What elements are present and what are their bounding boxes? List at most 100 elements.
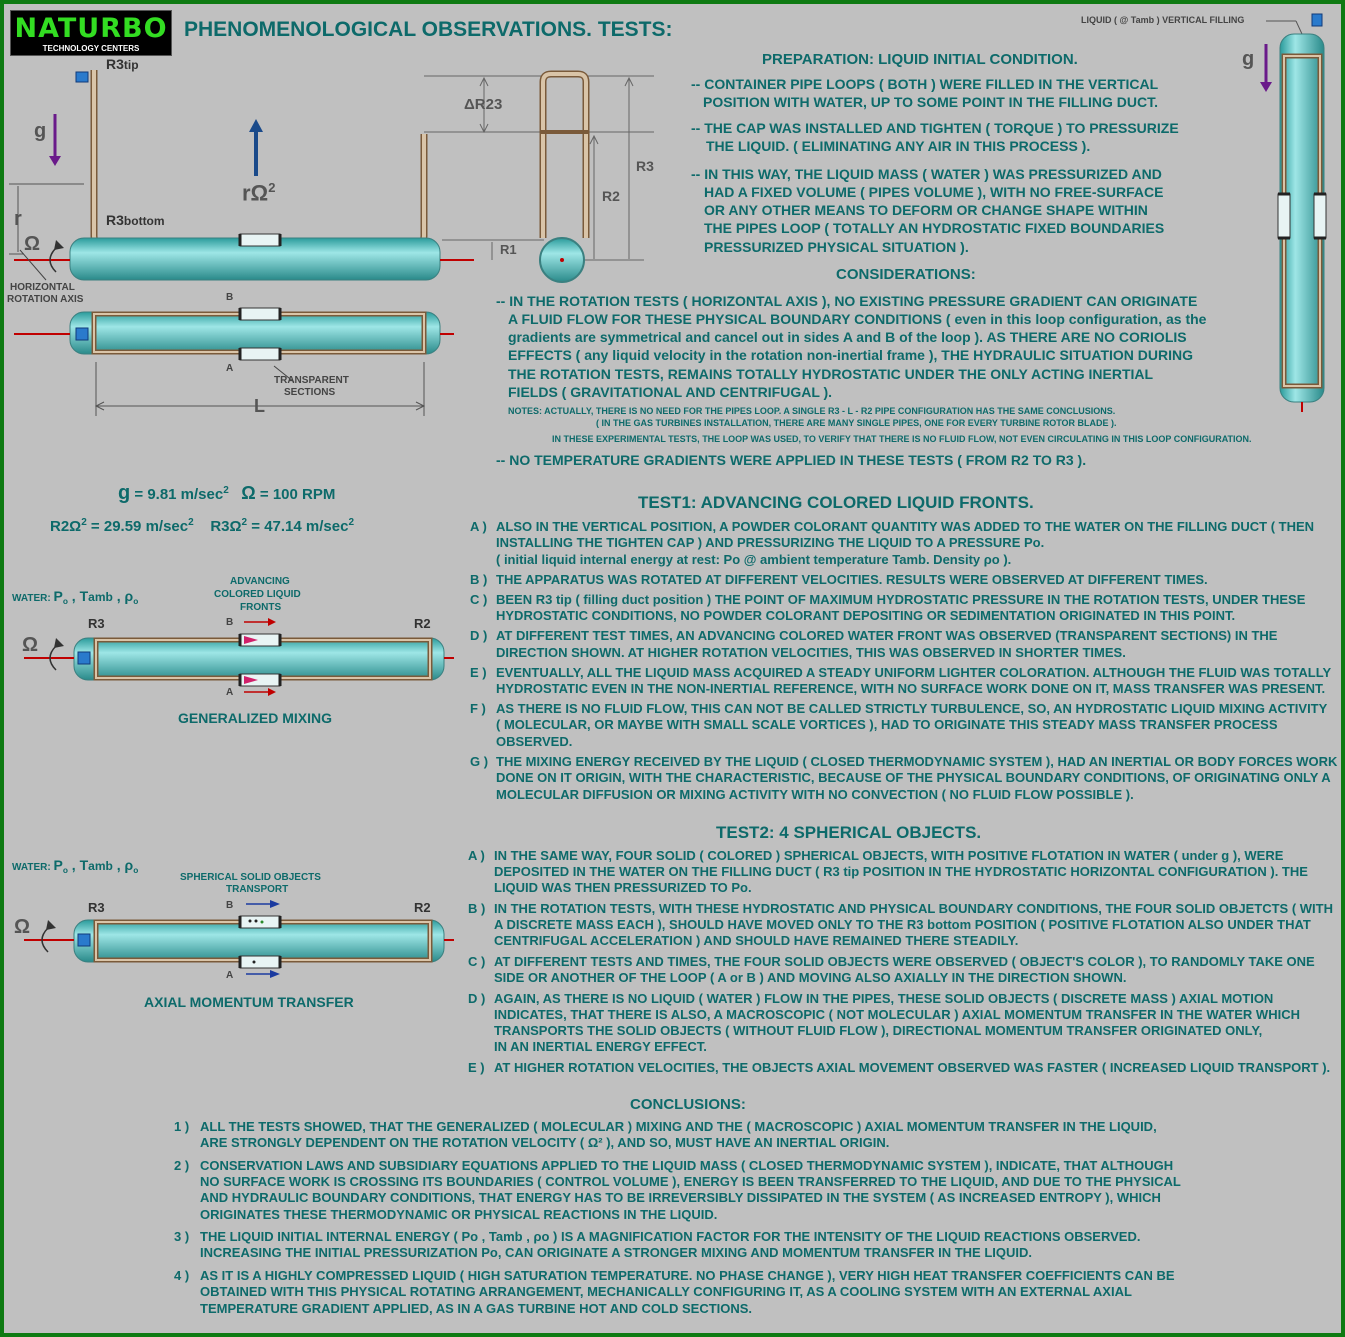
test2-item-text: IN THE ROTATION TESTS, WITH THESE HYDROS…: [494, 901, 1333, 916]
fig2-adv-1: ADVANCING: [230, 576, 290, 587]
test1-item-text: AT DIFFERENT TEST TIMES, AN ADVANCING CO…: [496, 628, 1278, 644]
conclusions-item-text: ALL THE TESTS SHOWED, THAT THE GENERALIZ…: [200, 1119, 1157, 1134]
test1-item-text: EVENTUALLY, ALL THE LIQUID MASS ACQUIRED…: [496, 664, 1332, 680]
test1-item-marker: E ): [470, 664, 487, 680]
test1-item-text: ( initial liquid internal energy at rest…: [496, 551, 1012, 567]
logo-subtitle: TECHNOLOGY CENTERS: [42, 44, 140, 53]
r3-bottom-label: R3bottom: [106, 212, 165, 228]
test2-line: TRANSPORTS THE SOLID OBJECTS ( WITHOUT F…: [468, 1022, 1262, 1039]
params-line-1: g = 9.81 m/sec2 Ω = 100 RPM: [118, 482, 336, 504]
r2-dim-label: R2: [602, 188, 620, 204]
test2-item-marker: E ): [468, 1060, 485, 1075]
fig3-sph-2: TRANSPORT: [226, 884, 289, 895]
conclusions-line: ARE STRONGLY DEPENDENT ON THE ROTATION V…: [174, 1134, 889, 1151]
test1-line: ( initial liquid internal energy at rest…: [470, 551, 1011, 568]
omega-label: Ω: [24, 233, 41, 255]
cons-last-line: -- NO TEMPERATURE GRADIENTS WERE APPLIED…: [496, 452, 1087, 468]
test1-line: HYDROSTATIC EVEN IN THE NON-INERTIAL REF…: [470, 680, 1325, 697]
conclusions-item-text: NO SURFACE WORK IS CROSSING ITS BOUNDARI…: [200, 1174, 1181, 1190]
test1-line: A )ALSO IN THE VERTICAL POSITION, A POWD…: [470, 518, 1314, 535]
transparent-label-2: SECTIONS: [284, 387, 336, 398]
prep-line-7: THE PIPES LOOP ( TOTALLY AN HYDROSTATIC …: [704, 220, 1165, 236]
delta-r23-label: ΔR23: [464, 96, 503, 113]
conclusions-line: 4 )AS IT IS A HIGHLY COMPRESSED LIQUID (…: [174, 1267, 1175, 1284]
fig3-sph-1: SPHERICAL SOLID OBJECTS: [180, 872, 321, 883]
cons-line-4: THE ROTATION TESTS, REMAINS TOTALLY HYDR…: [508, 366, 1154, 382]
test1-item-text: BEEN R3 tip ( filling duct position ) TH…: [496, 591, 1306, 607]
test1-item-marker: A ): [470, 519, 487, 534]
fig3-omega: Ω: [14, 916, 31, 938]
loop-side-view: [9, 70, 654, 283]
side-a-label: A: [226, 363, 234, 374]
test1-item-marker: D ): [470, 628, 488, 644]
conclusions-line: 2 )CONSERVATION LAWS AND SUBSIDIARY EQUA…: [174, 1157, 1173, 1174]
loop-top-view: [14, 307, 454, 416]
length-label: L: [254, 396, 265, 416]
test1-line: F ) AS THERE IS NO FLUID FLOW, THIS CAN N…: [470, 700, 1327, 717]
page-title: PHENOMENOLOGICAL OBSERVATIONS. TESTS:: [184, 18, 673, 41]
conclusions-item-text: OBTAINED WITH THIS PHYSICAL ROTATING ARR…: [200, 1284, 1132, 1300]
fig3-water-label: WATER: Po , Tamb , ρo: [12, 857, 139, 875]
test2-item-text: A DISCRETE MASS EACH ), SHOULD HAVE MOVE…: [494, 917, 1311, 932]
test1-item-marker: C ): [470, 591, 488, 607]
conclusions-line: NO SURFACE WORK IS CROSSING ITS BOUNDARI…: [174, 1173, 1181, 1190]
cons-note-0: NOTES: ACTUALLY, THERE IS NO NEED FOR TH…: [508, 406, 1116, 416]
test2-line: IN AN INERTIAL ENERGY EFFECT.: [468, 1038, 707, 1055]
test2-line: A )IN THE SAME WAY, FOUR SOLID ( COLORED…: [468, 847, 1283, 864]
test2-line: CENTRIFUGAL ACCELERATION ) AND SHOULD HA…: [468, 932, 1018, 949]
test2-line: DEPOSITED IN THE WATER ON THE FILLING DU…: [468, 863, 1308, 880]
document-page: NATURBO TECHNOLOGY CENTERS PHENOMENOLOGI…: [4, 4, 1341, 1333]
g-vector-label: g: [34, 120, 47, 142]
fig2-r3-label: R3: [88, 616, 105, 631]
conclusions-item-text: THE LIQUID INITIAL INTERNAL ENERGY ( Po …: [200, 1229, 1141, 1245]
prep-line-1: POSITION WITH WATER, UP TO SOME POINT IN…: [703, 94, 1159, 110]
test1-item-marker: G ): [470, 753, 489, 769]
test1-item-text: THE MIXING ENERGY RECEIVED BY THE LIQUID…: [496, 753, 1338, 769]
fig2-caption: GENERALIZED MIXING: [178, 710, 333, 726]
conclusions-item-marker: 2 ): [174, 1157, 190, 1173]
test1-line: HYDROSTATIC CONDITIONS, NO POWDER COLORA…: [470, 607, 1235, 624]
test1-line: ( MOLECULAR, OR MAYBE WITH SMALL SCALE V…: [470, 716, 1278, 733]
centrifugal-label: rΩ2: [242, 180, 276, 206]
test2-line: LIQUID WAS THEN PRESSURIZED TO Po.: [468, 879, 752, 896]
cons-note-1: ( IN THE GAS TURBINES INSTALLATION, THER…: [596, 418, 1117, 428]
test1-item-text: MOLECULAR DIFFUSION OR MIXING ACTIVITY W…: [496, 786, 1134, 802]
prep-line-0: -- CONTAINER PIPE LOOPS ( BOTH ) WERE FI…: [691, 76, 1159, 92]
test2-line: C )AT DIFFERENT TESTS AND TIMES, THE FOU…: [468, 953, 1315, 970]
test1-heading: TEST1: ADVANCING COLORED LIQUID FRONTS.: [638, 493, 1034, 512]
test2-item-text: LIQUID WAS THEN PRESSURIZED TO Po.: [494, 880, 752, 895]
test2-item-marker: D ): [468, 991, 486, 1006]
test2-item-marker: A ): [468, 848, 485, 863]
fig3-r3-label: R3: [88, 900, 105, 915]
test1-line: D ) AT DIFFERENT TEST TIMES, AN ADVANCING…: [470, 627, 1277, 644]
conclusions-item-text: ARE STRONGLY DEPENDENT ON THE ROTATION V…: [200, 1135, 890, 1151]
logo-name: NATURBO: [14, 13, 168, 44]
conclusions-item-text: ORIGINATES THESE THERMODYNAMIC OR PHYSIC…: [200, 1206, 718, 1222]
considerations-heading: CONSIDERATIONS:: [836, 266, 976, 283]
conclusions-heading: CONCLUSIONS:: [630, 1096, 746, 1113]
fig3-caption: AXIAL MOMENTUM TRANSFER: [144, 994, 354, 1010]
r3-dim-label: R3: [636, 158, 654, 174]
test1-item-marker: F ): [470, 701, 486, 716]
test1-item-text: ( MOLECULAR, OR MAYBE WITH SMALL SCALE V…: [496, 717, 1278, 733]
test1-line: DONE ON IT ORIGIN, WITH THE CHARACTERIST…: [470, 769, 1331, 786]
fig3-side-b: B: [226, 900, 234, 911]
test1-line: INSTALLING THE TIGHTEN CAP ) AND PRESSUR…: [470, 534, 1044, 551]
test2-line: B )IN THE ROTATION TESTS, WITH THESE HYD…: [468, 900, 1333, 917]
vertical-filling-view: [1260, 13, 1327, 412]
r3-tip-label: R3tip: [106, 56, 139, 72]
test2-item-text: TRANSPORTS THE SOLID OBJECTS ( WITHOUT F…: [494, 1023, 1263, 1038]
cons-line-3: EFFECTS ( any liquid velocity in the rot…: [508, 347, 1193, 363]
conclusions-line: 3 )THE LIQUID INITIAL INTERNAL ENERGY ( …: [174, 1228, 1140, 1245]
prep-line-5: HAD A FIXED VOLUME ( PIPES VOLUME ), WIT…: [704, 184, 1164, 200]
params-line-2: R2Ω2 = 29.59 m/sec2 R3Ω2 = 47.14 m/sec2: [50, 517, 355, 535]
fig3-side-a: A: [226, 970, 234, 981]
test1-line: MOLECULAR DIFFUSION OR MIXING ACTIVITY W…: [470, 786, 1134, 803]
test1-item-text: AS THERE IS NO FLUID FLOW, THIS CAN NOT …: [496, 701, 1328, 716]
conclusions-line: TEMPERATURE GRADIENT APPLIED, AS IN A GA…: [174, 1300, 752, 1317]
test1-item-text: HYDROSTATIC CONDITIONS, NO POWDER COLORA…: [496, 608, 1236, 624]
conclusions-line: AND HYDRAULIC BOUNDARY CONDITIONS, THAT …: [174, 1189, 1161, 1206]
cons-line-1: A FLUID FLOW FOR THESE PHYSICAL BOUNDARY…: [508, 311, 1207, 327]
cons-note-2: IN THESE EXPERIMENTAL TESTS, THE LOOP WA…: [552, 434, 1252, 444]
test1-item-text: OBSERVED.: [496, 733, 573, 749]
